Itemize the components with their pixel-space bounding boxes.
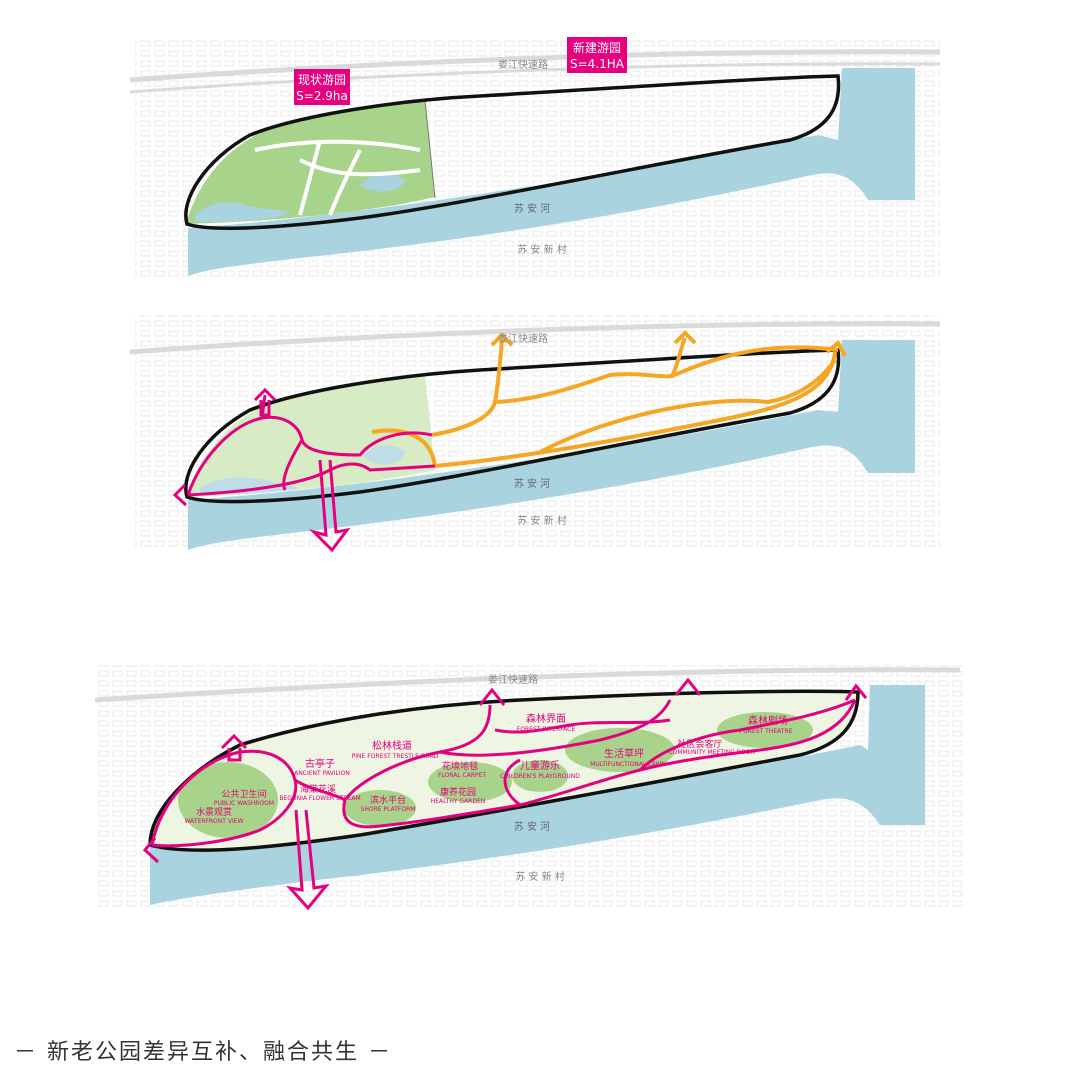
panel-1	[129, 40, 941, 280]
magenta-arrow	[286, 809, 330, 911]
area-label-en: COMMUNITY MEETING ROOM	[668, 749, 755, 756]
river-label-2: 苏 安 河	[514, 477, 550, 490]
area-label-cn: 公共卫生间	[221, 788, 266, 800]
area-label-en: CHILDREN'S PLAYGROUND	[500, 773, 580, 780]
park-outline	[148, 689, 860, 852]
river-label-1: 苏 安 河	[514, 202, 550, 215]
river	[150, 685, 925, 905]
area-label-en: PUBLIC WASHROOM	[214, 800, 274, 807]
village-label-1: 苏 安 新 村	[517, 243, 567, 256]
road-label-3: 娄江快速路	[488, 673, 538, 686]
road-label-1: 娄江快速路	[498, 58, 548, 71]
river	[188, 340, 915, 550]
area-label-en: ANCIENT PAVILION	[294, 770, 350, 777]
magenta-arrow	[309, 459, 351, 553]
area-label-cn: 古亭子	[305, 757, 335, 770]
area-label-en: FOREST THEATRE	[740, 728, 793, 735]
area-label-cn: 松林栈道	[372, 739, 412, 752]
area-label-cn: 儿童游乐	[520, 759, 560, 772]
area-label-en: FOREST INTERFACE	[517, 726, 575, 733]
magenta-arrow	[142, 837, 160, 864]
road-label-2: 娄江快速路	[498, 332, 548, 345]
area-label-cn: 花境地毯	[442, 760, 478, 772]
area-label-cn: 生活草坪	[604, 747, 644, 760]
area-label-en: FLORAL CARPET	[438, 772, 486, 779]
area-label-cn: 森林界面	[526, 712, 566, 725]
panel-3	[94, 665, 965, 911]
area-label-en: PINE FOREST TRESTLE ROAD	[352, 753, 439, 760]
river-label-3: 苏 安 河	[514, 820, 550, 833]
existing-park-tag: 现状游园 S=2.9ha	[294, 69, 350, 105]
village-label-2: 苏 安 新 村	[517, 514, 567, 527]
area-label-en: WATERFRONT VIEW	[185, 818, 244, 825]
area-label-en: BEGONIA FLOWER STREAM	[279, 795, 360, 802]
magenta-arrow	[478, 687, 506, 706]
magenta-arrow	[674, 677, 702, 696]
panel-2	[129, 315, 941, 553]
existing-park-label: 现状游园	[298, 73, 346, 87]
area-label-cn: 森林剧场	[748, 714, 788, 727]
existing-park-area-label: S=2.9ha	[296, 89, 348, 103]
area-label-cn: 康养花园	[440, 786, 476, 798]
new-park-area-label: S=4.1HA	[570, 57, 625, 71]
new-park-tag: 新建游园 S=4.1HA	[567, 37, 627, 73]
magenta-arrow	[253, 387, 277, 417]
river	[188, 68, 915, 276]
area-label-en: MULTIFUNCTIONAL LAWN	[590, 761, 666, 768]
existing-park-area	[187, 100, 435, 224]
area-label-cn: 滨水平台	[370, 794, 406, 806]
existing-park-area	[187, 375, 435, 497]
magenta-arrow	[220, 733, 248, 762]
area-label-en: HEALTHY GARDEN	[431, 798, 486, 805]
area-label-cn: 海棠花溪	[300, 783, 336, 795]
magenta-arrow	[844, 683, 868, 701]
area-label-cn: 社区会客厅	[677, 738, 722, 750]
village-label-3: 苏 安 新 村	[515, 870, 565, 883]
route-network	[150, 698, 857, 848]
new-park-label: 新建游园	[573, 40, 621, 55]
area-labels: 公共卫生间 PUBLIC WASHROOM 水景观赏 WATERFRONT VI…	[185, 712, 793, 825]
area-label-cn: 水景观赏	[196, 806, 232, 818]
area-label-en: SHORE PLATFORM	[361, 806, 416, 813]
figure-caption: － 新老公园差异互补、融合共生 －	[14, 1040, 392, 1065]
magenta-arrow	[172, 483, 188, 507]
park-outline	[184, 74, 841, 231]
